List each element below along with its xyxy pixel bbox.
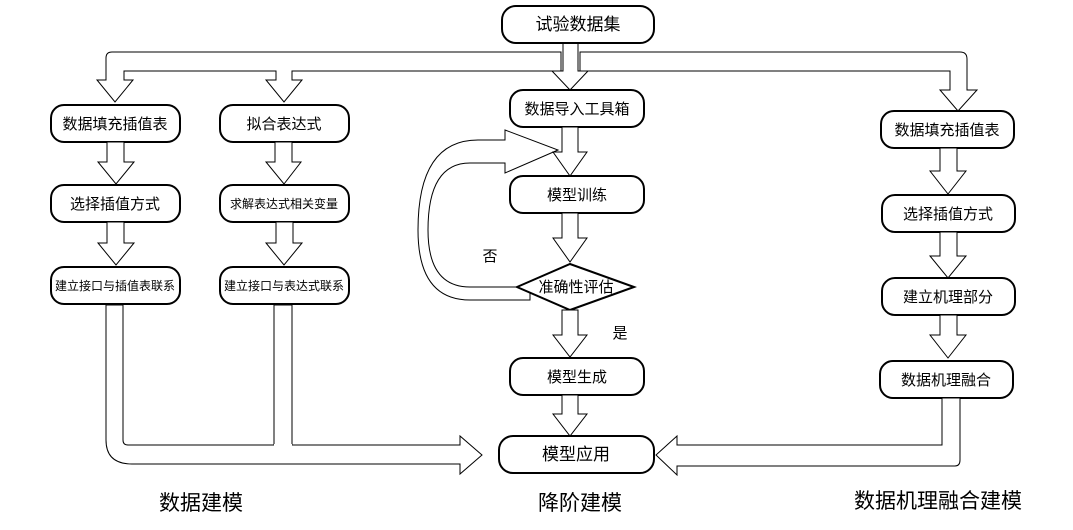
arrow-import-to-train [552, 126, 588, 177]
arrow-dataset-to-left-branches [95, 51, 562, 103]
arrow-fusion-to-apply [655, 397, 961, 477]
node-left2-interface [219, 266, 350, 305]
node-center-apply [498, 435, 655, 474]
node-left1-fill-table-label: 数据填充插值表 [62, 115, 167, 133]
node-center-eval [514, 262, 637, 312]
arrow-dataset-to-right-branch [579, 51, 979, 112]
node-center-generate-label: 模型生成 [547, 368, 607, 386]
arrow-left-branches-to-apply [105, 304, 483, 476]
node-right-fill-table-label: 数据填充插值表 [894, 121, 999, 139]
node-left1-interface-label: 建立接口与插值表联系 [55, 278, 175, 293]
arrow-right-mechanism-to-fusion [928, 314, 968, 359]
arrow-right-fill-to-select [928, 147, 968, 195]
node-left1-select-interp-label: 选择插值方式 [70, 195, 160, 213]
branch-label-no: 否 [482, 247, 497, 265]
node-right-mechanism-label: 建立机理部分 [903, 288, 993, 306]
node-left2-interface-label: 建立接口与表达式联系 [224, 278, 344, 293]
node-right-fusion-label: 数据机理融合 [901, 371, 991, 389]
node-center-eval-label: 准确性评估 [538, 278, 613, 296]
node-center-import-label: 数据导入工具箱 [524, 100, 629, 118]
section-label-fusion-modeling: 数据机理融合建模 [854, 489, 1022, 513]
node-dataset-label: 试验数据集 [536, 15, 621, 35]
node-left2-solve-vars-label: 求解表达式相关变量 [230, 196, 338, 211]
section-label-reduced-order: 降阶建模 [538, 491, 622, 515]
arrow-eval-to-generate [551, 309, 589, 358]
node-dataset [501, 5, 655, 44]
arrow-left2-solve-to-interface [264, 221, 304, 266]
arrow-train-to-eval [552, 212, 588, 263]
node-left2-fit-expr-label: 拟合表达式 [246, 115, 321, 133]
arrow-generate-to-apply [551, 394, 589, 437]
node-center-train-label: 模型训练 [547, 186, 607, 204]
branch-label-yes: 是 [612, 324, 627, 342]
section-label-data-modeling: 数据建模 [159, 491, 243, 515]
arrow-eval-feedback-loop [417, 129, 560, 301]
arrow-right-select-to-mechanism [928, 231, 968, 279]
arrow-left2-fit-to-solve [264, 141, 303, 185]
arrow-left1-select-to-interface [96, 221, 136, 266]
node-center-apply-label: 模型应用 [542, 445, 610, 465]
arrow-left1-fill-to-select [96, 141, 136, 185]
node-left1-interface [50, 266, 181, 305]
node-right-select-interp-label: 选择插值方式 [903, 205, 993, 223]
